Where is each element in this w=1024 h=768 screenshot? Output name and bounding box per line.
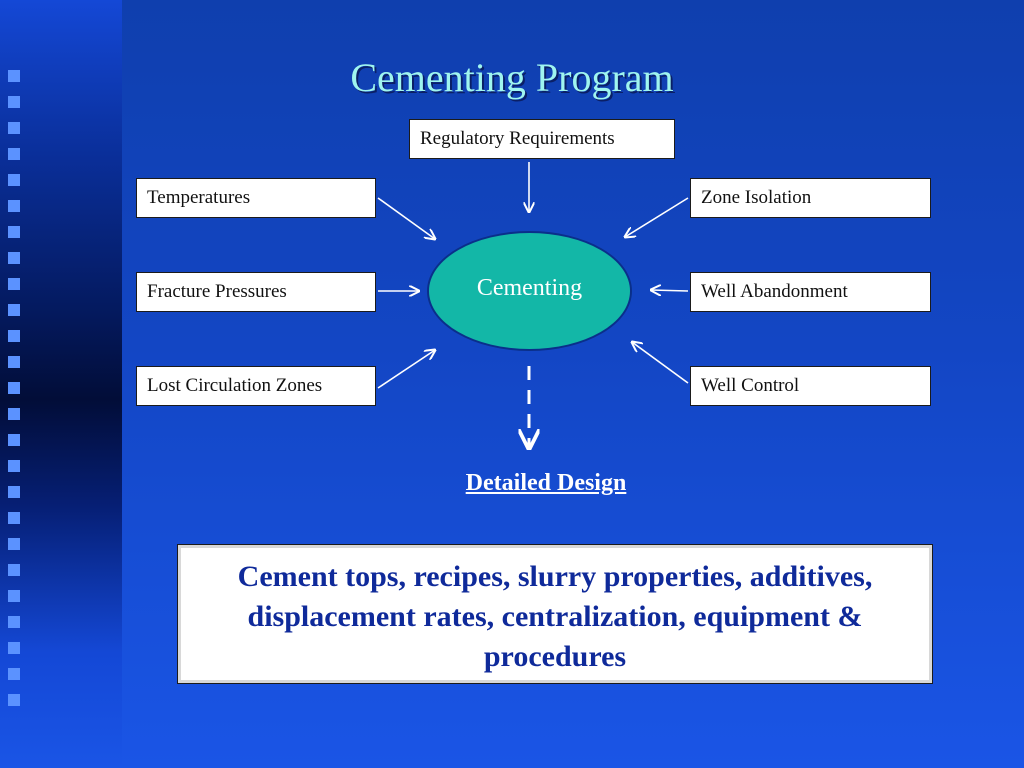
arrow-well-abandonment-to-cementing	[651, 290, 689, 291]
box-well-control: Well Control	[690, 366, 931, 406]
box-lost-circulation-zones: Lost Circulation Zones	[136, 366, 376, 406]
side-square-pattern	[8, 70, 20, 710]
box-zone-isolation: Zone Isolation	[690, 178, 931, 218]
box-well-abandonment: Well Abandonment	[690, 272, 931, 312]
arrow-zone-isolation-to-cementing	[625, 197, 689, 237]
box-fracture-pressures: Fracture Pressures	[136, 272, 376, 312]
box-regulatory-requirements: Regulatory Requirements	[409, 119, 675, 159]
cementing-label: Cementing	[476, 275, 583, 301]
arrow-lost-circulation-to-cementing	[377, 350, 435, 389]
cementing-node: Cementing	[427, 231, 632, 351]
detailed-design-summary-box: Cement tops, recipes, slurry properties,…	[177, 544, 933, 684]
arrow-well-control-to-cementing	[632, 342, 689, 384]
box-temperatures: Temperatures	[136, 178, 376, 218]
slide-title: Cementing Program	[350, 55, 674, 100]
side-decoration-band	[0, 0, 122, 768]
summary-text: Cement tops, recipes, slurry properties,…	[237, 560, 873, 673]
arrow-temperatures-to-cementing	[377, 197, 435, 239]
detailed-design-label: Detailed Design	[465, 470, 627, 496]
